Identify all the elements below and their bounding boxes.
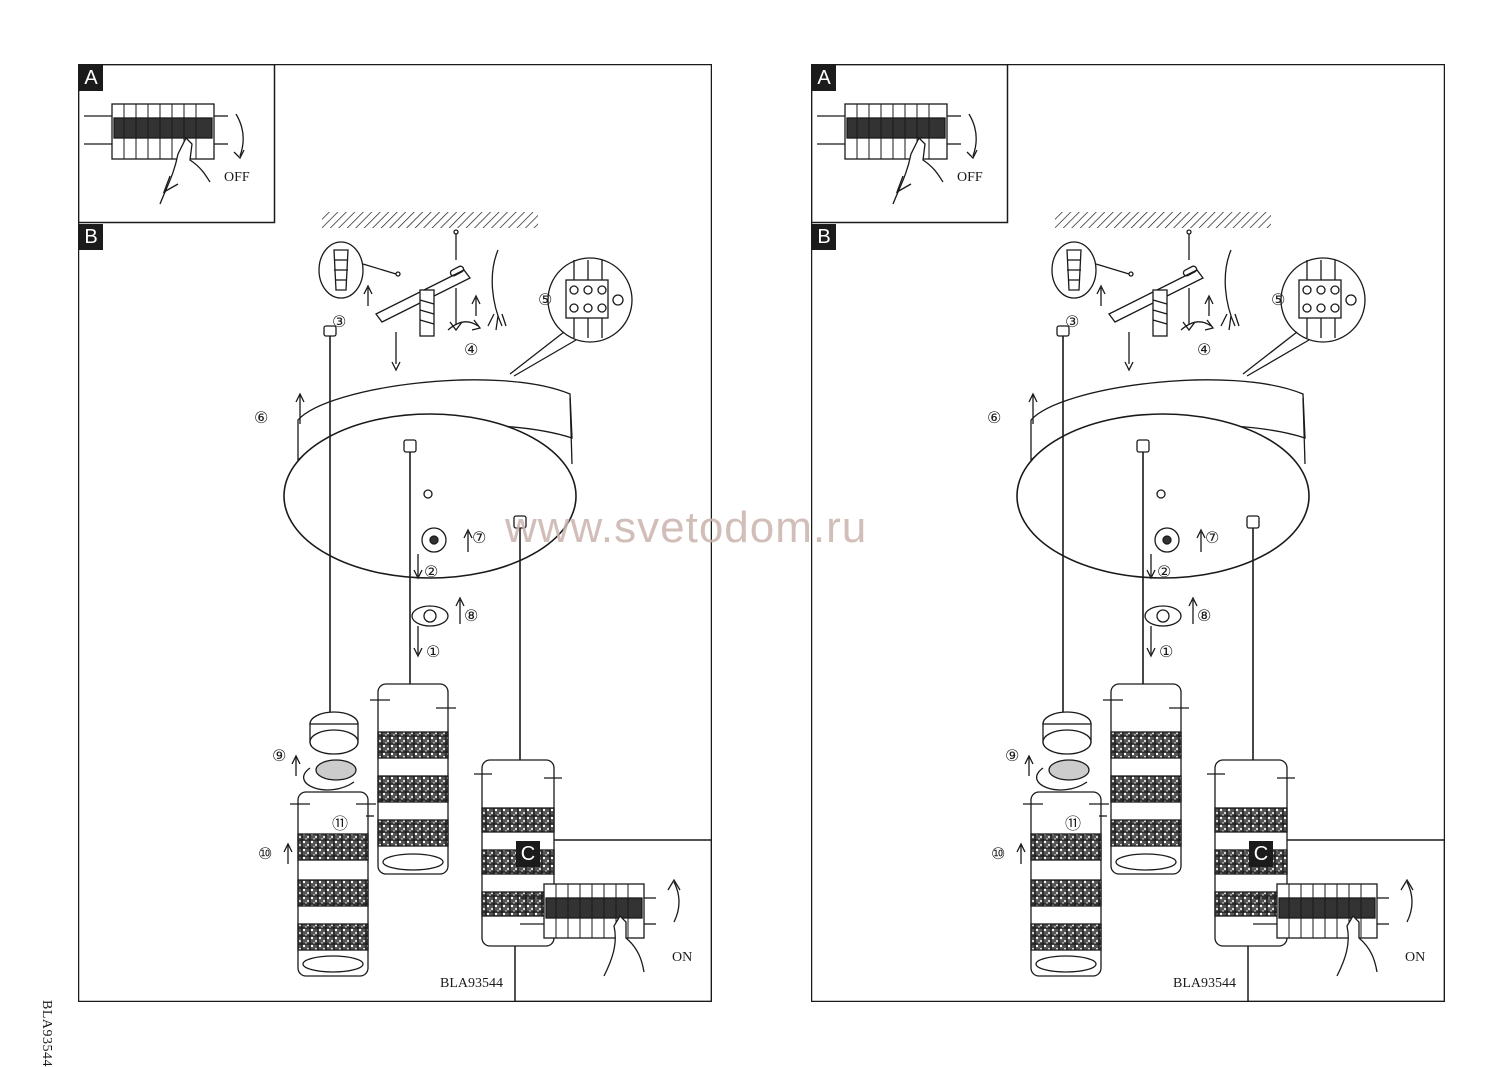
- assembly-drawing: [78, 64, 712, 1002]
- section-b-tag: B: [812, 224, 836, 250]
- terminal-block-detail: [509, 257, 633, 377]
- lampholder-ring: [291, 711, 359, 791]
- step-4: ④: [464, 340, 479, 359]
- step-7: ⑦: [472, 528, 487, 547]
- step-7: ⑦: [1205, 528, 1220, 547]
- step-8: ⑧: [464, 606, 479, 625]
- instruction-panel-left: A B C OFF ON BLA93544 ③ ④ ⑤ ⑥ ⑦ ② ⑧ ① ⑨ ⑪ ⑩: [78, 64, 712, 1002]
- ceiling: [322, 212, 538, 228]
- step-2: ②: [1157, 562, 1172, 581]
- step-11: ⑪: [1065, 814, 1082, 833]
- assembly-drawing: [811, 64, 1445, 1002]
- glass-shade-left: [283, 791, 376, 977]
- cord-grips: [323, 325, 527, 529]
- section-a-frame: [78, 64, 276, 224]
- model-code-label: BLA93544: [1173, 976, 1236, 991]
- step-2: ②: [424, 562, 439, 581]
- outer-frame: [811, 64, 1445, 1002]
- switch-off-label: OFF: [957, 170, 983, 185]
- step-9: ⑨: [272, 746, 287, 765]
- step-10: ⑩: [258, 844, 273, 863]
- pendant-cords: [329, 336, 521, 760]
- step-9: ⑨: [1005, 746, 1020, 765]
- step-3: ③: [1065, 312, 1080, 331]
- section-c-tag: C: [516, 841, 540, 867]
- breaker-off-illustration: [817, 103, 978, 205]
- watermark: www.svetodom.ru: [505, 503, 868, 552]
- step-10: ⑩: [991, 844, 1006, 863]
- glass-shade-middle: [1099, 683, 1189, 875]
- step-1: ①: [426, 642, 441, 661]
- model-code-label: BLA93544: [440, 976, 503, 991]
- glass-shade-left: [1016, 791, 1109, 977]
- step-8: ⑧: [1197, 606, 1212, 625]
- switch-on-label: ON: [1405, 950, 1426, 965]
- switch-on-label: ON: [672, 950, 693, 965]
- lampholder-ring: [1024, 711, 1092, 791]
- section-a-frame: [811, 64, 1009, 224]
- mounting-hardware: [318, 229, 507, 372]
- step-6: ⑥: [987, 408, 1002, 427]
- step-11: ⑪: [332, 814, 349, 833]
- section-c-tag: C: [1249, 841, 1273, 867]
- step-5: ⑤: [1271, 290, 1286, 309]
- step-1: ①: [1159, 642, 1174, 661]
- terminal-block-detail: [1242, 257, 1366, 377]
- cord-grips: [1056, 325, 1260, 529]
- section-a-tag: A: [812, 65, 836, 91]
- ceiling-canopy: [1016, 379, 1310, 579]
- center-fixing: [411, 527, 473, 658]
- side-model-code: BLA93544: [39, 1000, 54, 1067]
- ceiling: [1055, 212, 1271, 228]
- glass-shade-middle: [366, 683, 456, 875]
- pendant-cords: [1062, 336, 1254, 760]
- mounting-hardware: [1051, 229, 1240, 372]
- switch-off-label: OFF: [224, 170, 250, 185]
- step-5: ⑤: [538, 290, 553, 309]
- ceiling-canopy: [283, 379, 577, 579]
- breaker-on-illustration: [1253, 878, 1414, 977]
- step-6: ⑥: [254, 408, 269, 427]
- outer-frame: [78, 64, 712, 1002]
- instruction-panel-right: A B C OFF ON BLA93544 ③ ④ ⑤ ⑥ ⑦ ② ⑧ ① ⑨ ⑪ ⑩: [811, 64, 1445, 1002]
- step-3: ③: [332, 312, 347, 331]
- breaker-on-illustration: [520, 878, 681, 977]
- breaker-off-illustration: [84, 103, 245, 205]
- section-b-tag: B: [79, 224, 103, 250]
- section-a-tag: A: [79, 65, 103, 91]
- center-fixing: [1144, 527, 1206, 658]
- step-4: ④: [1197, 340, 1212, 359]
